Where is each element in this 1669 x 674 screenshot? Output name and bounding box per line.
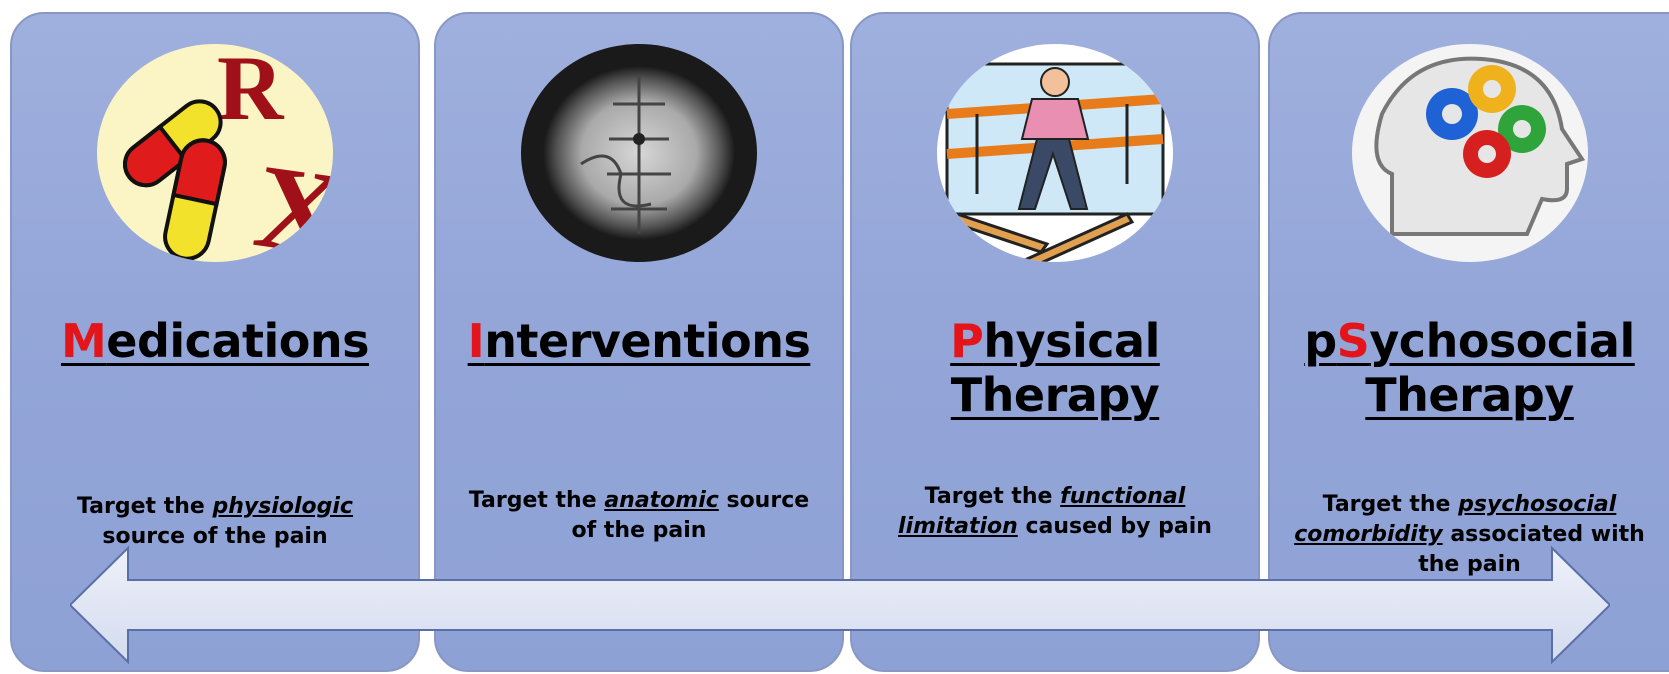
double-arrow-icon	[70, 546, 1610, 664]
title-highlight-letter: I	[468, 314, 485, 368]
title-rest: edications	[106, 314, 369, 368]
physical-therapy-title: Physical Therapy	[852, 314, 1258, 422]
title-prefix: p	[1304, 314, 1336, 368]
medications-title: Medications	[12, 314, 418, 368]
brain-gears-icon	[1352, 44, 1588, 262]
title-highlight-letter: S	[1337, 314, 1370, 368]
title-line2: Therapy	[1270, 368, 1669, 422]
title-rest: hysical	[983, 314, 1159, 368]
title-highlight-letter: P	[950, 314, 983, 368]
interventions-description: Target the anatomic source of the pain	[456, 486, 822, 546]
medications-description: Target the physiologic source of the pai…	[32, 492, 398, 552]
xray-spine-icon	[521, 44, 757, 262]
desc-emphasis: physiologic	[212, 494, 353, 519]
desc-text: caused by pain	[1018, 514, 1212, 539]
interventions-title: Interventions	[436, 314, 842, 368]
rx-pills-icon: R X	[97, 44, 333, 262]
desc-text: Target the	[469, 488, 604, 513]
psychosocial-therapy-title: pSychosocial Therapy	[1270, 314, 1669, 422]
desc-text: Target the	[925, 484, 1060, 509]
desc-emphasis: anatomic	[604, 488, 719, 513]
title-line2: Therapy	[852, 368, 1258, 422]
title-highlight-letter: M	[61, 314, 106, 368]
svg-text:R: R	[217, 44, 285, 139]
title-rest: ychosocial	[1369, 314, 1634, 368]
title-rest: nterventions	[484, 314, 810, 368]
physical-therapy-description: Target the functional limitation caused …	[872, 482, 1238, 542]
physical-therapy-icon	[937, 44, 1173, 262]
desc-text: Target the	[77, 494, 212, 519]
desc-text: Target the	[1323, 492, 1458, 517]
